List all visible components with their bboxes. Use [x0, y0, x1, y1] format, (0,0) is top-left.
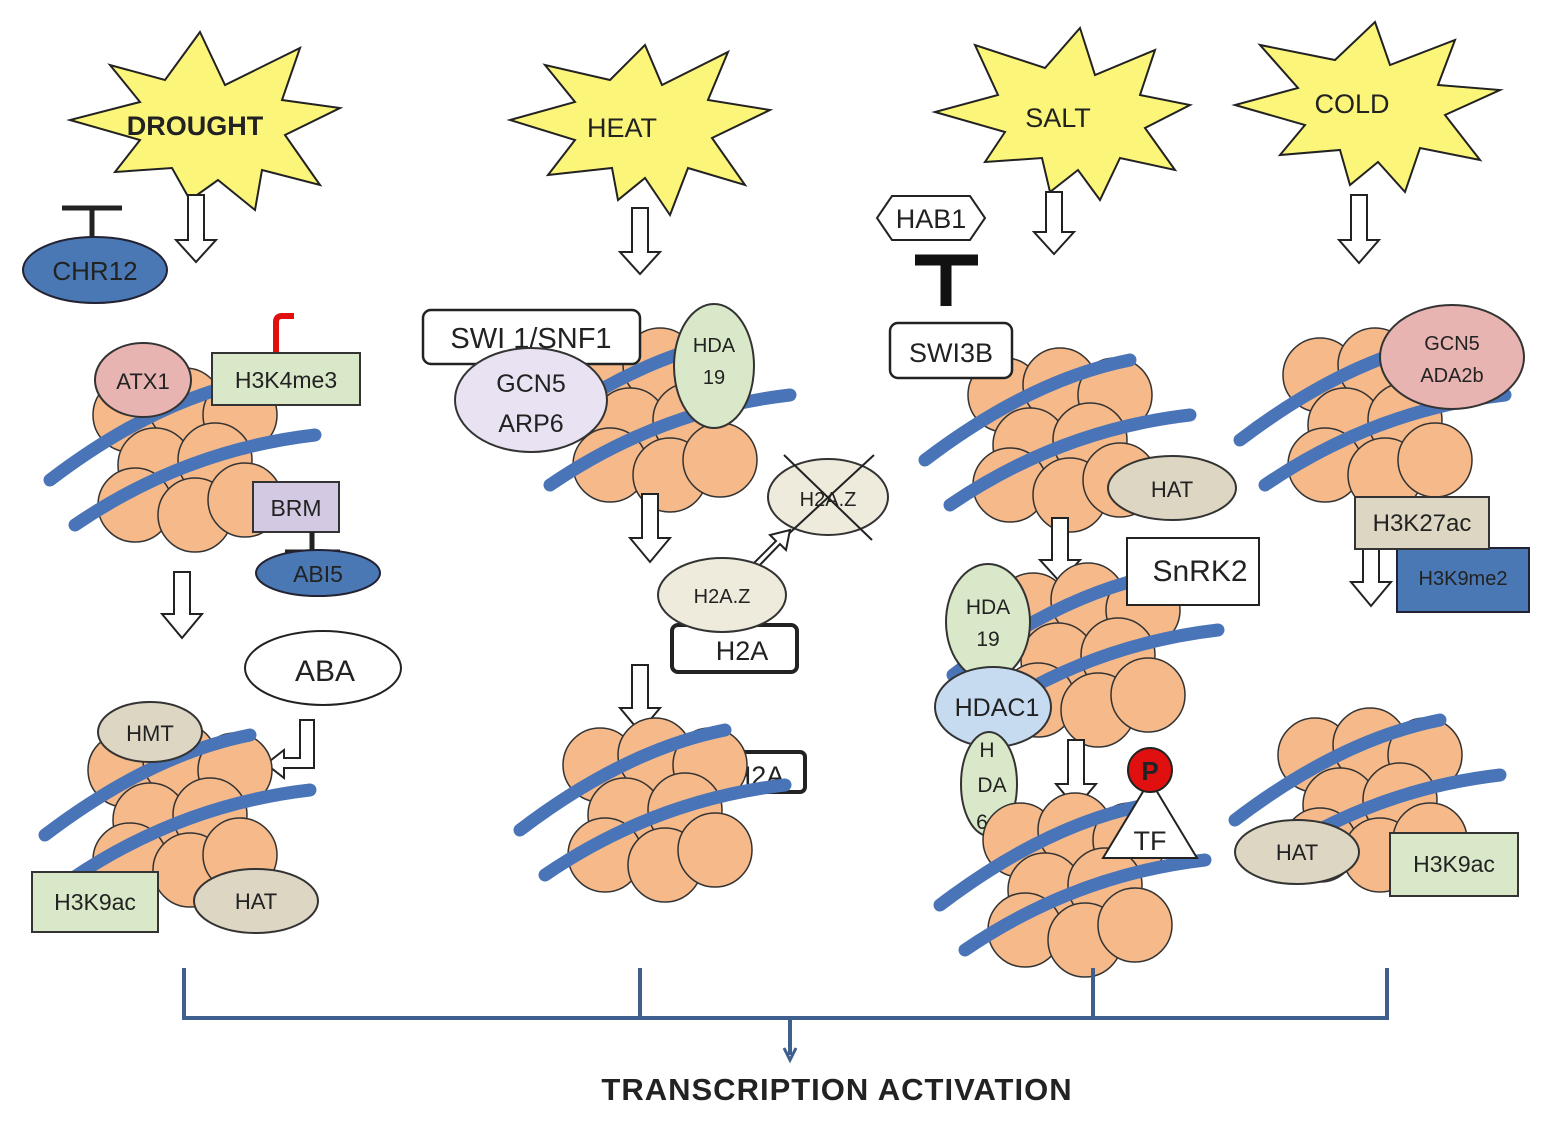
hat-label-salt: HAT: [1151, 477, 1193, 502]
hat-label-drought: HAT: [235, 889, 277, 914]
gcn5-label-heat: GCN5: [496, 370, 565, 398]
hda6-label-2: DA: [977, 774, 1006, 797]
h2a-label: H2A: [716, 636, 769, 666]
tf-node: TF: [1101, 778, 1199, 859]
hda6-label-3: 6: [976, 811, 988, 834]
drought-arrow-1: [173, 194, 219, 264]
arp6-label: ARP6: [498, 410, 563, 438]
h3k27ac-label: H3K27ac: [1373, 510, 1472, 537]
hdac1-node: HDAC1: [934, 666, 1052, 748]
snrk2-label: SnRK2: [1152, 555, 1247, 588]
bracket-arrowhead: [782, 1047, 798, 1064]
drought-column: CHR12 ATX1 H3K4me3 BRM ABI5: [22, 194, 402, 934]
gcn5-ada2b-node: GCN5 ADA2b: [1379, 304, 1525, 410]
hda6-label-1: H: [979, 739, 994, 762]
gcn5-arp6-node: GCN5 ARP6: [454, 347, 608, 453]
hat-label-cold: HAT: [1276, 840, 1318, 865]
outcome-label: TRANSCRIPTION ACTIVATION: [601, 1072, 1072, 1107]
abi5-label: ABI5: [293, 561, 343, 587]
h3k27ac-mark: H3K27ac: [1354, 496, 1490, 550]
red-flag-icon: [273, 313, 294, 352]
hab1-label: HAB1: [896, 204, 967, 234]
h3k4me3-mark: H3K4me3: [211, 313, 361, 406]
chr12-label: CHR12: [52, 256, 137, 286]
cross-icon: [781, 454, 875, 541]
salt-arrow-1: [1031, 191, 1077, 256]
hda19-label-salt-1: HDA: [966, 596, 1010, 619]
salt-stress-burst: SALT: [931, 26, 1194, 202]
h2az-label: H2A.Z: [694, 586, 751, 608]
gcn5-label-cold: GCN5: [1424, 333, 1480, 355]
h2az-crossed-label: H2A.Z: [800, 489, 857, 511]
cold-arrow-1: [1336, 194, 1382, 265]
h2az-crossed-node: H2A.Z: [767, 454, 889, 541]
swi3b-label: SWI3B: [909, 338, 993, 368]
h3k9ac-label-drought: H3K9ac: [54, 889, 136, 915]
heat-stress-burst: HEAT: [506, 43, 774, 218]
hat-node-salt: HAT: [1107, 455, 1237, 521]
heat-column: SWI 1/SNF1 GCN5 ARP6 HDA 19 H2A.Z H2A H2…: [421, 207, 889, 903]
hda19-label-heat-2: 19: [703, 367, 725, 389]
phosphate-node: P: [1127, 747, 1173, 793]
tf-label: TF: [1134, 826, 1167, 856]
hdac1-label: HDAC1: [955, 694, 1040, 722]
hmt-node: HMT: [97, 701, 203, 763]
salt-column: HAB1 SWI3B HAT SnRK2 HDA 19: [875, 191, 1260, 978]
h3k9ac-mark-drought: H3K9ac: [31, 871, 159, 933]
abi5-node: ABI5: [255, 549, 381, 597]
atx1-node: ATX1: [94, 342, 192, 418]
swi-snf-node: SWI 1/SNF1: [421, 308, 642, 366]
cold-stress-burst: COLD: [1231, 20, 1504, 194]
heat-arrow-1: [617, 207, 663, 276]
convergence-bracket: [182, 968, 1389, 1064]
swi3b-node: SWI3B: [888, 321, 1014, 380]
cold-label: COLD: [1314, 89, 1389, 119]
hda19-node-heat: HDA 19: [673, 303, 755, 429]
heat-label: HEAT: [587, 113, 657, 143]
atx1-label: ATX1: [116, 369, 169, 394]
brm-label: BRM: [270, 495, 321, 521]
drought-label: DROUGHT: [127, 111, 264, 141]
chr12-node: CHR12: [22, 205, 168, 304]
hat-node-drought: HAT: [193, 868, 319, 934]
hmt-label: HMT: [126, 721, 174, 746]
hat-node-cold: HAT: [1234, 819, 1360, 885]
h2a-box: H2A: [670, 623, 799, 674]
h3k9me2-mark: H3K9me2: [1396, 547, 1530, 613]
heat-arrow-2: [627, 493, 673, 564]
heat-nucleosome-2: [520, 717, 785, 903]
aba-arrow: [264, 719, 315, 781]
h3k4me3-label: H3K4me3: [235, 367, 337, 393]
ada2b-label: ADA2b: [1420, 365, 1483, 387]
drought-arrow-2: [159, 571, 205, 640]
h3k9ac-label-cold: H3K9ac: [1413, 851, 1495, 877]
cold-column: GCN5 ADA2b H3K9me2 H3K27ac HAT H3K9ac: [1234, 194, 1530, 897]
h3k9ac-mark-cold: H3K9ac: [1389, 832, 1519, 897]
hda19-label-heat-1: HDA: [693, 335, 736, 357]
phosphate-label: P: [1141, 756, 1158, 786]
aba-node: ABA: [244, 630, 402, 706]
hda19-label-salt-2: 19: [976, 628, 999, 651]
aba-label: ABA: [295, 655, 355, 688]
brm-node: BRM: [252, 481, 340, 555]
h3k9me2-label: H3K9me2: [1419, 568, 1508, 590]
drought-stress-burst: DROUGHT: [66, 30, 344, 212]
snrk2-node: SnRK2: [1126, 537, 1260, 606]
h2az-node: H2A.Z: [657, 557, 787, 633]
hab1-node: HAB1: [875, 195, 987, 306]
salt-label: SALT: [1025, 103, 1091, 133]
hda19-node-salt: HDA 19: [945, 563, 1031, 681]
